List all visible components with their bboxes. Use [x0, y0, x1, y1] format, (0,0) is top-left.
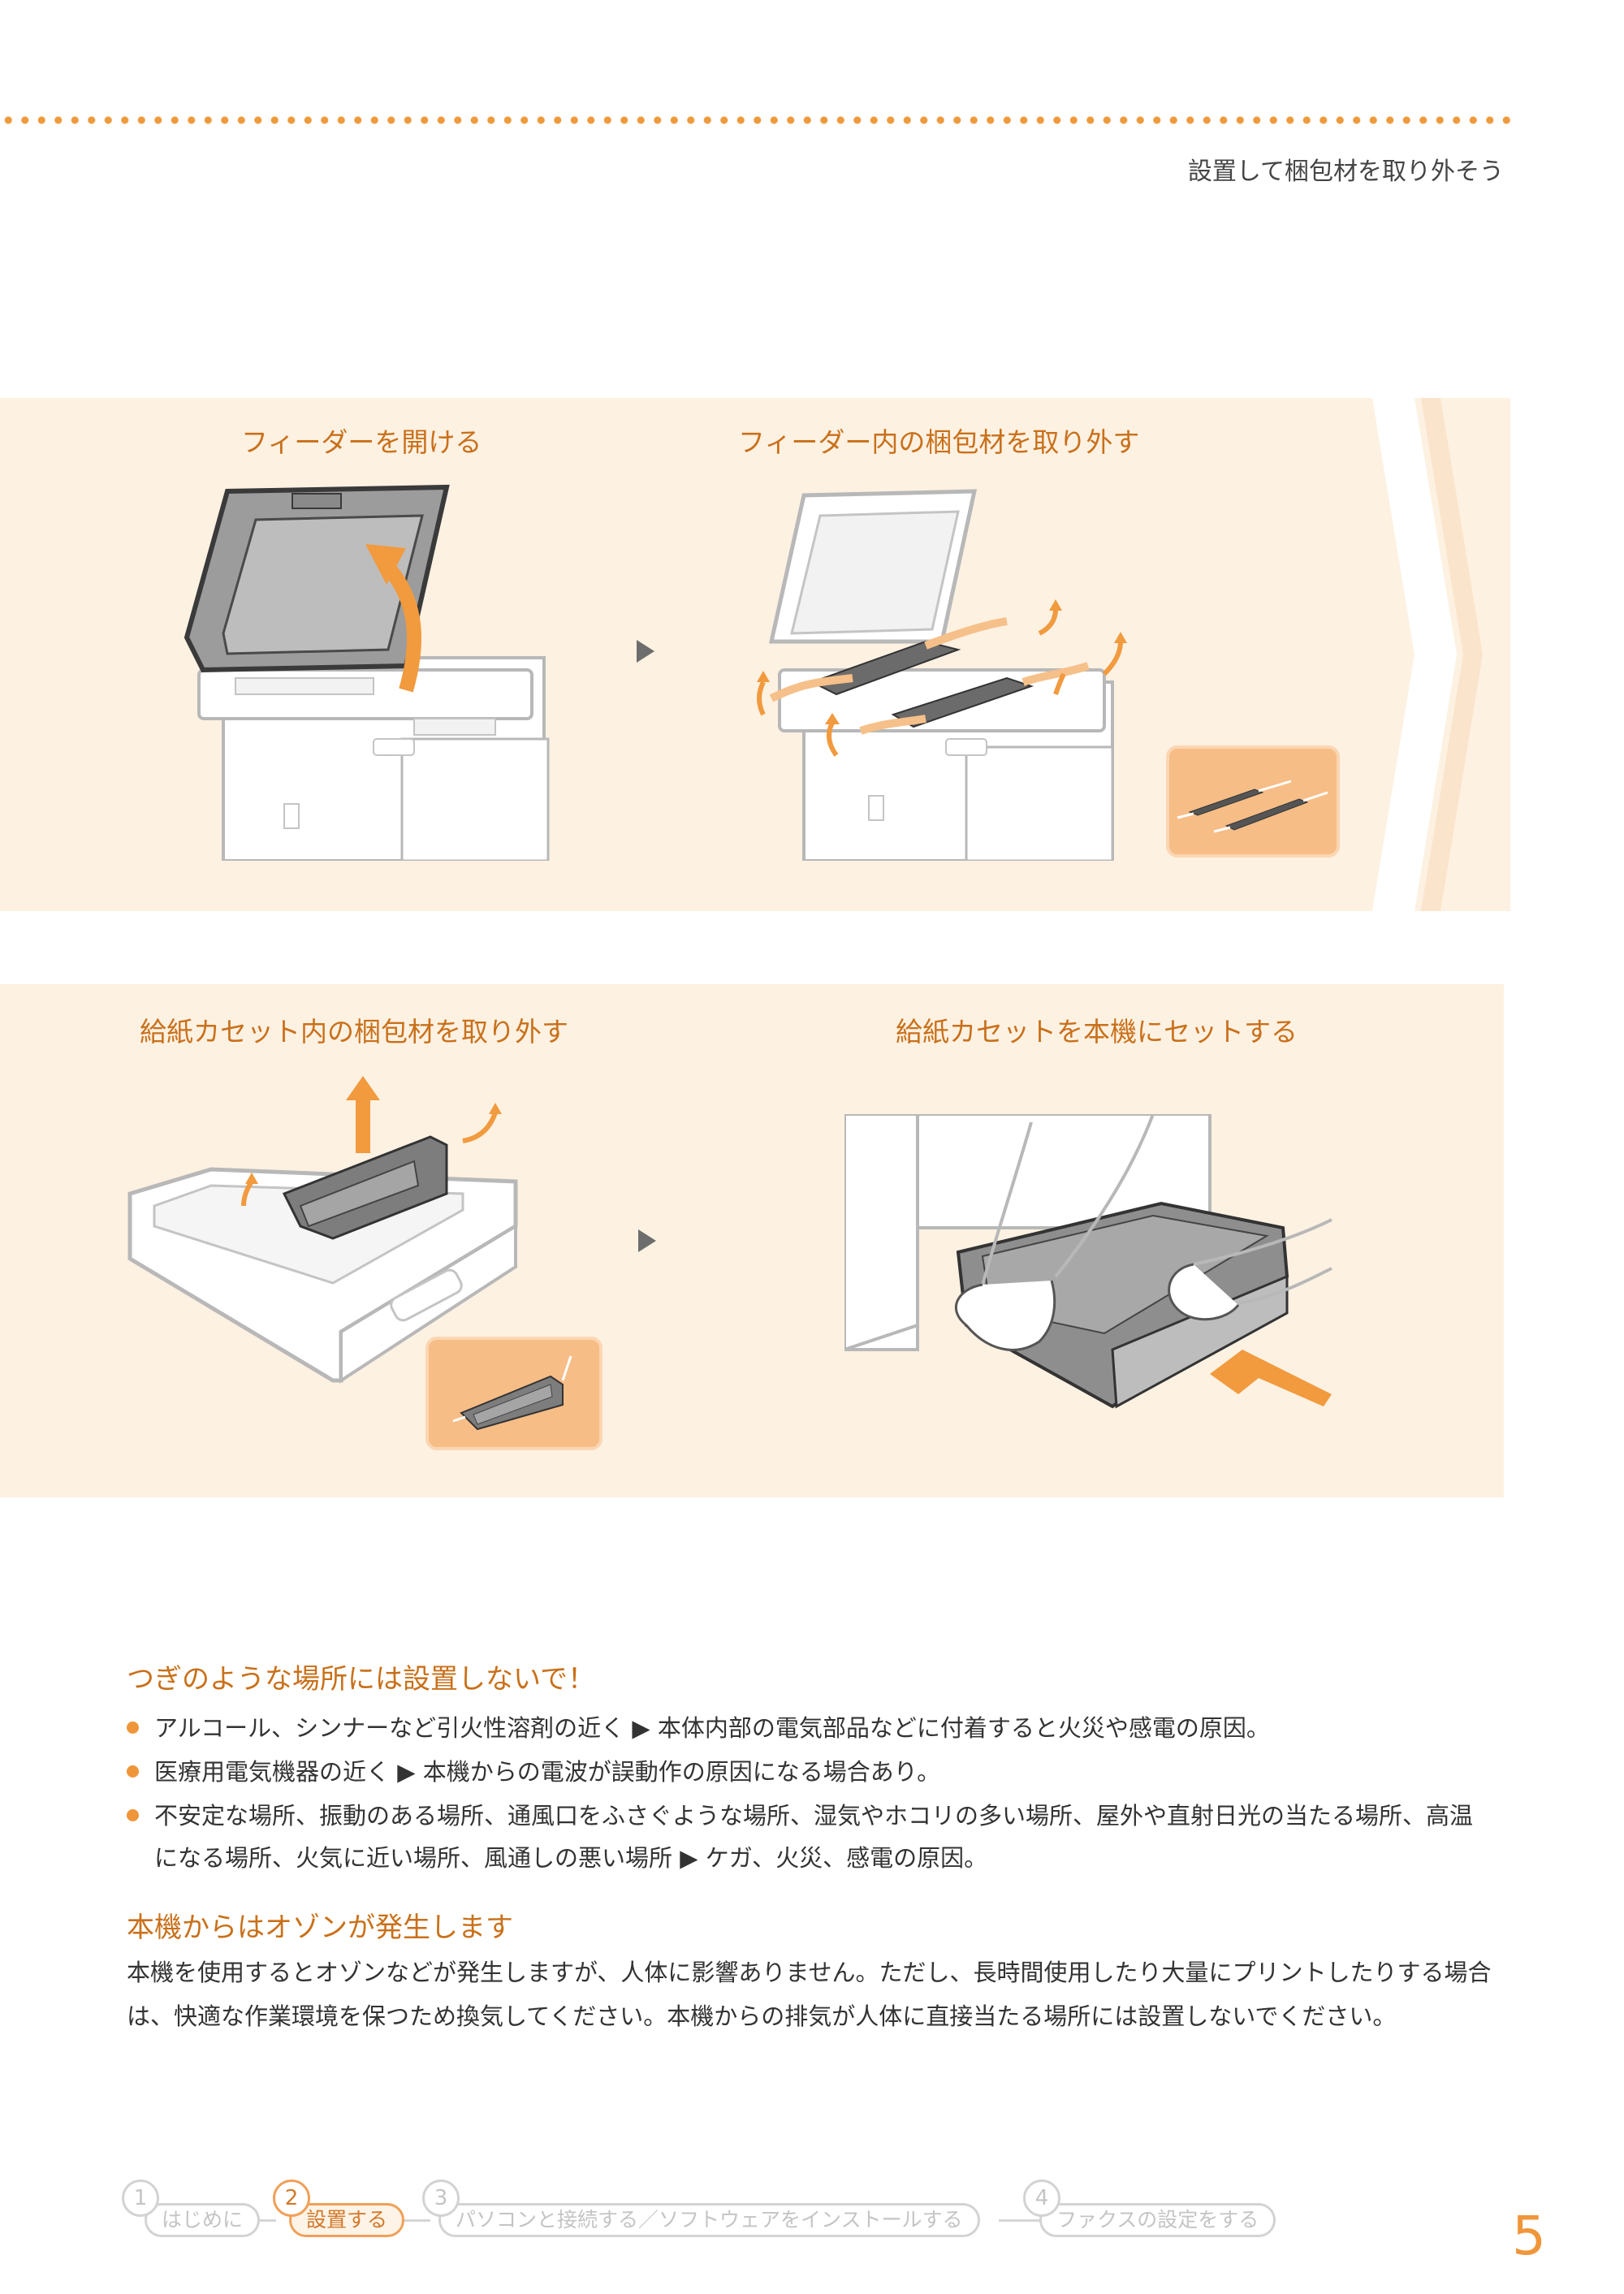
ozone-line-1: 本機を使用するとオゾンなどが発生しますが、人体に影響ありません。ただし、長時間使…	[127, 1959, 1492, 1986]
caution-item-text: アルコール、シンナーなど引火性溶剤の近く ▶ 本体内部の電気部品などに付着すると…	[154, 1714, 1270, 1742]
bullet-dot-icon	[127, 1809, 139, 1821]
nav-step-1[interactable]: はじめに	[145, 2203, 261, 2237]
ozone-heading: 本機からはオゾンが発生します	[127, 1912, 513, 1944]
page-number: 5	[1512, 2205, 1546, 2267]
step-title-remove-feeder-packing: フィーダー内の梱包材を取り外す	[738, 426, 1140, 458]
bullet-dot-icon	[127, 1765, 139, 1778]
nav-step-4[interactable]: ファクスの設定をする	[1039, 2203, 1276, 2237]
cassette-packing-inset	[425, 1337, 603, 1450]
caution-heading: つぎのような場所には設置しないで！	[127, 1663, 595, 1696]
ozone-paragraph: 本機を使用するとオゾンなどが発生しますが、人体に影響ありません。ただし、長時間使…	[127, 1951, 1515, 2038]
nav-step-4-number: 4	[1023, 2180, 1060, 2217]
nav-step-1-number: 1	[122, 2180, 159, 2217]
ozone-line-2: は、快適な作業環境を保つため換気してください。本機からの排気が人体に直接当たる場…	[127, 2002, 1397, 2030]
next-step-arrow-1	[637, 640, 654, 663]
caution-item-text: 医療用電気機器の近く ▶ 本機からの電波が誤動作の原因になる場合あり。	[154, 1758, 941, 1786]
printer-open-feeder-illustration	[184, 484, 550, 861]
bullet-dot-icon	[127, 1722, 139, 1734]
caution-item: 不安定な場所、振動のある場所、通風口をふさぐような場所、湿気やホコリの多い場所、…	[127, 1795, 1507, 1879]
nav-step-3-number: 3	[422, 2180, 460, 2217]
insert-cassette-illustration	[844, 1114, 1332, 1409]
next-step-arrow-2	[638, 1229, 656, 1252]
step-title-remove-cassette-packing: 給紙カセット内の梱包材を取り外す	[140, 1016, 568, 1048]
cassette-packing-detail	[452, 1355, 572, 1431]
nav-step-2-number: 2	[273, 2180, 310, 2217]
nav-connector	[999, 2219, 1047, 2222]
packing-tape-inset	[1166, 745, 1340, 858]
nav-connector	[244, 2219, 276, 2222]
chevron-arrows	[1372, 398, 1483, 911]
nav-step-2[interactable]: 設置する	[289, 2203, 405, 2237]
caution-item-text-cont: になる場所、火気に近い場所、風通しの悪い場所 ▶ ケガ、火災、感電の原因。	[154, 1844, 988, 1872]
page-header-title: 設置して梱包材を取り外そう	[1187, 158, 1504, 186]
caution-item: 医療用電気機器の近く ▶ 本機からの電波が誤動作の原因になる場合あり。	[127, 1751, 1507, 1793]
nav-step-3[interactable]: パソコンと接続する／ソフトウェアをインストールする	[438, 2203, 980, 2237]
dotted-rule	[0, 115, 1518, 125]
caution-item: アルコール、シンナーなど引火性溶剤の近く ▶ 本体内部の電気部品などに付着すると…	[127, 1707, 1507, 1749]
feeder-packing-removal-illustration	[757, 489, 1127, 861]
chapter-navigation: はじめに 1 設置する 2 パソコンと接続する／ソフトウェアをインストールする …	[122, 2176, 1307, 2241]
step-title-set-cassette: 給紙カセットを本機にセットする	[896, 1016, 1298, 1048]
packing-tape-detail	[1177, 780, 1328, 833]
nav-connector	[398, 2219, 430, 2222]
caution-item-text: 不安定な場所、振動のある場所、通風口をふさぐような場所、湿気やホコリの多い場所、…	[154, 1802, 1474, 1830]
cassette-packing-removal-illustration	[127, 1076, 518, 1384]
step-title-open-feeder: フィーダーを開ける	[241, 426, 482, 458]
